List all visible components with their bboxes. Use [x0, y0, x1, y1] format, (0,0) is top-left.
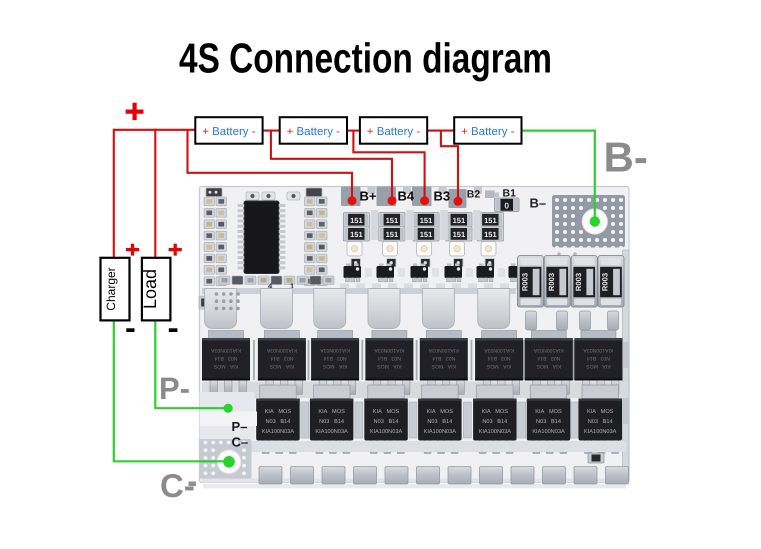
svg-text:KIA MOS: KIA MOS	[431, 363, 456, 369]
svg-text:B+: B+	[360, 189, 377, 204]
svg-text:N03 B14: N03 B14	[270, 355, 293, 361]
svg-text:C–: C–	[232, 435, 249, 450]
svg-text:B3: B3	[434, 189, 451, 204]
svg-text:P-: P-	[159, 371, 190, 406]
svg-text:151: 151	[453, 216, 466, 225]
svg-text:KIA100N03A: KIA100N03A	[320, 347, 351, 353]
svg-text:+ Battery -: + Battery -	[287, 126, 341, 138]
svg-text:KIA100N03A: KIA100N03A	[210, 347, 241, 353]
svg-text:KIA MOS: KIA MOS	[535, 409, 562, 415]
svg-text:N03 B14: N03 B14	[378, 355, 401, 361]
svg-text:B-: B-	[604, 134, 648, 181]
svg-text:0: 0	[504, 201, 509, 211]
svg-text:151: 151	[350, 216, 363, 225]
svg-text:Load: Load	[140, 269, 160, 309]
svg-text:KIA MOS: KIA MOS	[377, 363, 402, 369]
svg-text:4: 4	[268, 282, 273, 291]
svg-text:151: 151	[386, 230, 399, 239]
svg-text:151: 151	[386, 216, 399, 225]
svg-text:N03 B14: N03 B14	[374, 419, 399, 425]
svg-text:4S Connection diagram: 4S Connection diagram	[179, 35, 552, 82]
svg-text:KIA100N03A: KIA100N03A	[374, 347, 405, 353]
svg-text:KIA100N03A: KIA100N03A	[315, 429, 348, 435]
svg-text:KIA MOS: KIA MOS	[586, 363, 611, 369]
svg-text:N03 B14: N03 B14	[427, 419, 452, 425]
svg-text:KIA MOS: KIA MOS	[587, 409, 614, 415]
svg-text:KIA100N03A: KIA100N03A	[584, 429, 617, 435]
svg-text:B–: B–	[530, 196, 547, 211]
svg-text:KIA MOS: KIA MOS	[318, 409, 345, 415]
svg-text:R003: R003	[520, 273, 529, 291]
svg-text:151: 151	[484, 216, 497, 225]
svg-text:KIA100N03A: KIA100N03A	[532, 429, 565, 435]
svg-text:KIA MOS: KIA MOS	[427, 409, 454, 415]
svg-text:KIA MOS: KIA MOS	[486, 363, 511, 369]
svg-text:N03 B14: N03 B14	[537, 355, 560, 361]
svg-text:KIA100N03A: KIA100N03A	[583, 347, 614, 353]
svg-text:KIA100N03A: KIA100N03A	[370, 429, 403, 435]
svg-text:KIA100N03A: KIA100N03A	[479, 429, 512, 435]
svg-text:151: 151	[484, 230, 497, 239]
svg-text:N03 B14: N03 B14	[319, 419, 344, 425]
svg-text:N03 B14: N03 B14	[432, 355, 455, 361]
svg-text:+ Battery -: + Battery -	[461, 126, 515, 138]
svg-text:N03 B14: N03 B14	[265, 419, 290, 425]
svg-text:KIA100N03A: KIA100N03A	[533, 347, 564, 353]
svg-text:KIA MOS: KIA MOS	[213, 363, 238, 369]
svg-text:P–: P–	[232, 419, 248, 434]
svg-text:KIA MOS: KIA MOS	[536, 363, 561, 369]
svg-text:N03 B14: N03 B14	[482, 419, 507, 425]
svg-text:N03 B14: N03 B14	[536, 419, 561, 425]
svg-text:B2: B2	[467, 189, 481, 201]
svg-text:+ Battery -: + Battery -	[367, 126, 421, 138]
svg-text:KIA100N03A: KIA100N03A	[262, 429, 295, 435]
svg-text:KIA MOS: KIA MOS	[482, 409, 509, 415]
svg-text:1: 1	[290, 282, 294, 291]
svg-text:151: 151	[350, 230, 363, 239]
svg-text:B4: B4	[398, 189, 415, 204]
svg-text:151: 151	[420, 216, 433, 225]
svg-text:+ Battery -: + Battery -	[202, 126, 256, 138]
svg-text:KIA MOS: KIA MOS	[265, 409, 292, 415]
svg-text:KIA100N03A: KIA100N03A	[484, 347, 515, 353]
svg-text:KIA MOS: KIA MOS	[373, 409, 400, 415]
svg-text:C-: C-	[160, 467, 195, 504]
svg-text:151: 151	[420, 230, 433, 239]
svg-text:N03 B14: N03 B14	[323, 355, 346, 361]
svg-text:KIA100N03A: KIA100N03A	[424, 429, 457, 435]
svg-text:R003: R003	[547, 273, 556, 291]
svg-text:N03 B14: N03 B14	[588, 419, 613, 425]
svg-text:KIA MOS: KIA MOS	[322, 363, 347, 369]
svg-text:KIA100N03A: KIA100N03A	[266, 347, 297, 353]
svg-text:N03 B14: N03 B14	[487, 355, 510, 361]
svg-text:R003: R003	[601, 273, 610, 291]
svg-text:KIA100N03A: KIA100N03A	[428, 347, 459, 353]
svg-text:Charger: Charger	[104, 267, 118, 310]
svg-text:N03 B14: N03 B14	[587, 355, 610, 361]
svg-text:N03 B14: N03 B14	[214, 355, 237, 361]
svg-text:B1: B1	[503, 188, 517, 200]
svg-text:KIA MOS: KIA MOS	[269, 363, 294, 369]
svg-text:R003: R003	[574, 273, 583, 291]
svg-text:151: 151	[453, 230, 466, 239]
